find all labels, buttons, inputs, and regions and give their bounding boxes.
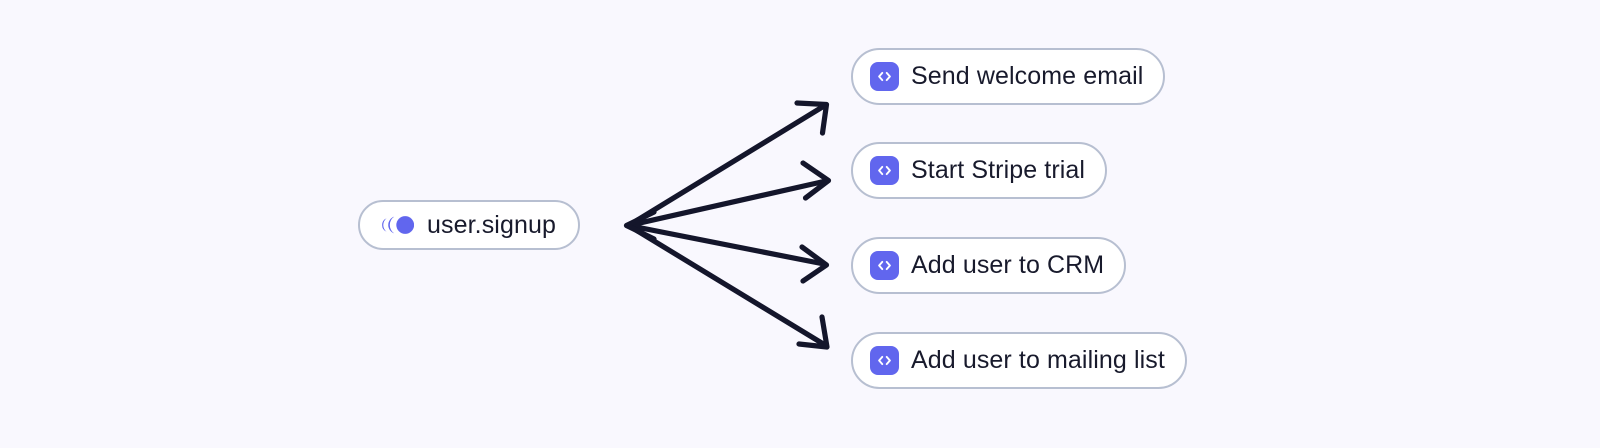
event-trigger-icon [382, 216, 414, 234]
edge-to-send-welcome-email [625, 100, 830, 229]
action-node-send-welcome-email[interactable]: Send welcome email [851, 48, 1166, 105]
code-brackets-icon [870, 346, 899, 375]
edge-to-add-user-to-mailing-list [625, 222, 830, 350]
edge-to-start-stripe-trial [625, 160, 832, 229]
code-brackets-icon [870, 62, 899, 91]
edge-origin-arrowhead [623, 209, 657, 242]
action-node-start-stripe-trial[interactable]: Start Stripe trial [851, 142, 1108, 199]
action-node-add-user-to-crm[interactable]: Add user to CRM [851, 237, 1127, 294]
trigger-node-label: user.signup [427, 210, 556, 239]
action-node-label: Start Stripe trial [911, 156, 1086, 184]
action-node-label: Send welcome email [911, 62, 1144, 90]
action-node-label: Add user to mailing list [911, 346, 1165, 374]
action-node-label: Add user to CRM [911, 251, 1105, 279]
code-brackets-icon [870, 156, 899, 185]
action-node-add-user-to-mailing-list[interactable]: Add user to mailing list [851, 332, 1187, 389]
trigger-node-user-signup[interactable]: user.signup [358, 200, 580, 250]
code-brackets-icon [870, 251, 899, 280]
edge-to-add-user-to-crm [625, 222, 830, 284]
